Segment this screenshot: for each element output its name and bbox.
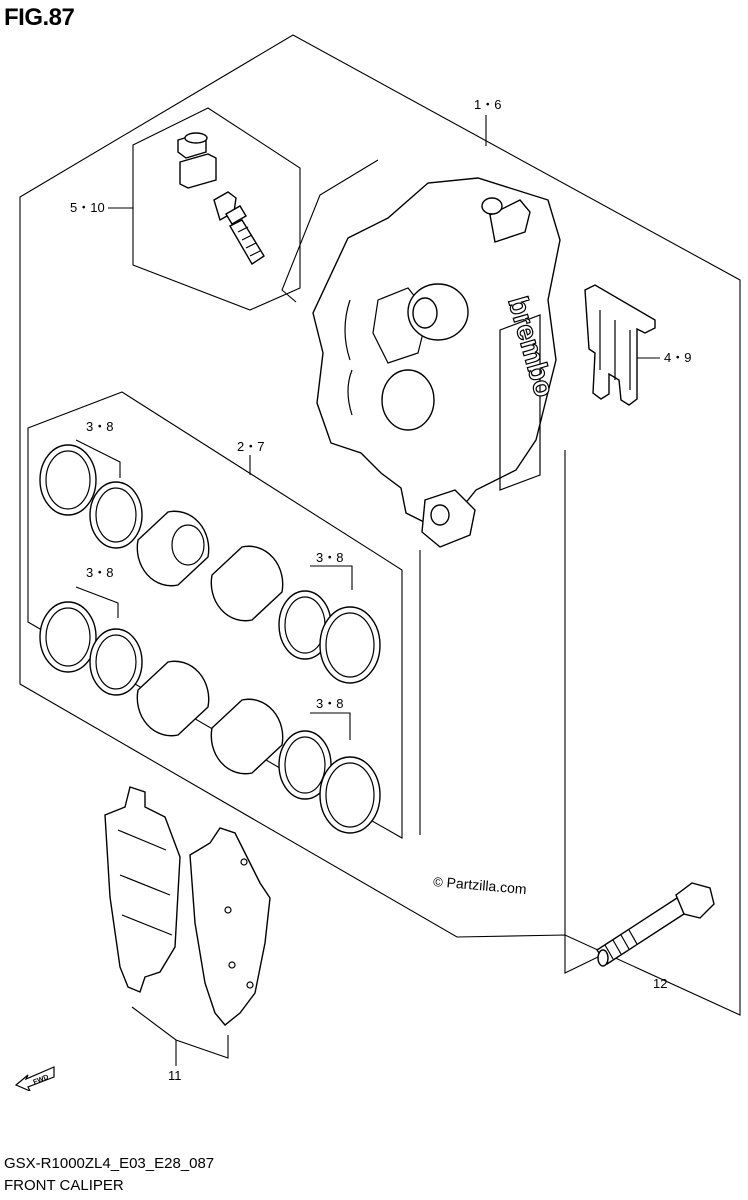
caliper-bolt-icon	[596, 882, 715, 967]
caliper-assembly-outline	[19, 34, 741, 1016]
figure-title: FIG.87	[4, 4, 75, 31]
seal-ring-icon	[319, 606, 381, 684]
brake-pad-icon	[189, 827, 271, 1026]
callout-piston-set: 2・7	[237, 439, 265, 454]
callout-seal-a: 3・8	[86, 419, 114, 434]
fwd-arrow-icon: FWD	[14, 1066, 55, 1091]
callout-pad-set: 11	[168, 1068, 182, 1083]
callout-seal-c: 3・8	[86, 565, 114, 580]
copyright-symbol: ©	[432, 873, 444, 890]
brake-pad-set	[104, 786, 271, 1026]
piston-icon	[210, 698, 284, 775]
brake-pad-icon	[104, 786, 181, 993]
seal-ring-icon	[39, 444, 97, 516]
callout-bolt: 12	[653, 976, 668, 991]
bleeder-subassembly-box	[132, 107, 301, 311]
leader-lines	[75, 115, 660, 1066]
callout-seal-d: 3・8	[316, 696, 344, 711]
bleeder-valve-icon	[213, 191, 265, 265]
callout-caliper-assy: 1・6	[474, 97, 502, 112]
seal-ring-icon	[89, 628, 143, 696]
piston-icon	[136, 510, 210, 587]
piston-seal-group	[39, 444, 381, 834]
callout-bleeder-set: 5・10	[70, 200, 105, 215]
model-code: GSX-R1000ZL4_E03_E28_087	[4, 1155, 215, 1172]
seal-ring-icon	[89, 481, 143, 549]
piston-seal-subassembly-box	[27, 391, 403, 839]
callout-seal-b: 3・8	[316, 550, 344, 565]
piston-icon	[136, 660, 210, 737]
seal-ring-icon	[39, 601, 97, 673]
piston-icon	[210, 545, 284, 622]
brake-caliper-body-icon	[312, 177, 561, 548]
callout-spring-clip: 4・9	[664, 350, 692, 365]
pad-spring-clip-icon	[584, 284, 656, 406]
part-group-name: FRONT CALIPER	[4, 1177, 124, 1194]
seal-ring-icon	[319, 756, 381, 834]
bleeder-cap-icon	[177, 132, 217, 189]
